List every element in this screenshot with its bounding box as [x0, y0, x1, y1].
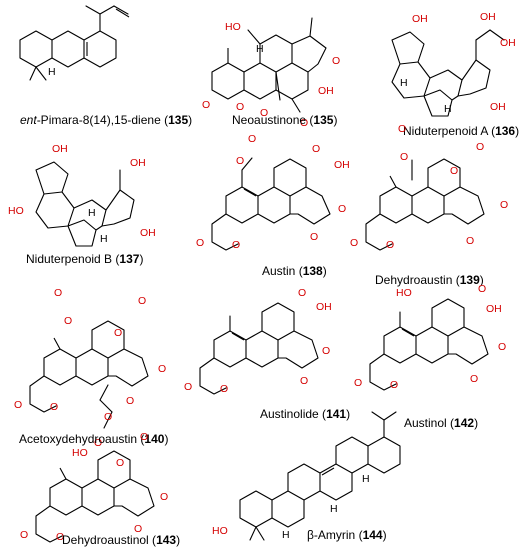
o-label: O: [310, 231, 318, 243]
caption-138: Austin (138): [262, 264, 327, 278]
o-label: O: [470, 373, 478, 385]
oh-label: OH: [140, 227, 156, 239]
o-label: O: [232, 239, 240, 251]
h-atom-label: H: [88, 207, 96, 219]
o-label: O: [498, 341, 506, 353]
structure-139: O O O O O O O O: [350, 123, 508, 251]
o-label: O: [56, 531, 64, 543]
o-label: O: [354, 377, 362, 389]
o-label: O: [236, 101, 244, 113]
o-label: O: [332, 55, 340, 67]
o-label: O: [64, 315, 72, 327]
o-label: O: [134, 523, 142, 535]
o-label: O: [450, 165, 458, 177]
o-label: O: [138, 295, 146, 307]
o-label: O: [14, 399, 22, 411]
h-atom-label: H: [400, 77, 408, 89]
caption-141: Austinolide (141): [260, 407, 350, 421]
h-atom-label: H: [282, 529, 290, 541]
structure-135a: H: [19, 5, 130, 81]
o-label: O: [260, 107, 268, 119]
h-atom-label: H: [444, 103, 452, 115]
caption-139: Dehydroaustin (139): [375, 273, 484, 287]
caption-144: β-Amyrin (144): [307, 528, 387, 542]
oh-label: HO: [225, 21, 241, 33]
o-label: O: [114, 327, 122, 339]
o-label: O: [322, 345, 330, 357]
oh-label: OH: [316, 301, 332, 313]
oh-label: HO: [72, 447, 88, 459]
caption-135b: Neoaustinone (135): [232, 113, 337, 127]
o-label: O: [184, 381, 192, 393]
structure-142: HO O OH O O O O: [354, 283, 506, 391]
caption-140: Acetoxydehydroaustin (140): [19, 432, 168, 446]
h-atom-label: H: [362, 473, 370, 485]
structure-144: HO H H H: [212, 411, 401, 541]
structure-143: HO O O O O O O: [20, 431, 168, 543]
o-label: O: [54, 287, 62, 299]
o-label: O: [104, 411, 112, 423]
o-label: O: [300, 375, 308, 387]
caption-136: Niduterpenoid A (136): [403, 124, 519, 138]
caption-137: Niduterpenoid B (137): [26, 252, 143, 266]
h-atom-label: H: [100, 233, 108, 245]
o-label: O: [390, 379, 398, 391]
o-label: O: [160, 491, 168, 503]
structure-137: OH OH HO OH H H: [8, 143, 156, 247]
o-label: O: [350, 237, 358, 249]
oh-label: HO: [212, 525, 228, 537]
o-label: O: [126, 395, 134, 407]
structure-140: O O O O O O O O O O: [14, 287, 166, 449]
o-label: O: [248, 133, 256, 145]
oh-label: OH: [52, 143, 68, 155]
o-label: O: [140, 431, 148, 443]
o-label: O: [500, 199, 508, 211]
o-label: O: [116, 457, 124, 469]
o-label: O: [400, 151, 408, 163]
o-label: O: [94, 437, 102, 449]
structure-135b: HO O OH O O O O H: [202, 17, 340, 129]
o-label: O: [196, 237, 204, 249]
oh-label: HO: [8, 205, 24, 217]
o-label: O: [386, 239, 394, 251]
caption-135a: ent-Pimara-8(14),15-diene (135): [20, 113, 192, 127]
oh-label: OH: [318, 85, 334, 97]
o-label: O: [20, 529, 28, 541]
o-label: O: [236, 155, 244, 167]
oh-label: HO: [396, 287, 412, 299]
o-label: O: [50, 401, 58, 413]
h-atom-label: H: [330, 503, 338, 515]
o-label: O: [478, 283, 486, 295]
oh-label: OH: [412, 13, 428, 25]
o-label: O: [300, 117, 308, 129]
oh-label: OH: [480, 11, 496, 23]
oh-label: OH: [130, 157, 146, 169]
structure-136: OH OH OH OH H H: [391, 11, 516, 117]
oh-label: OH: [334, 159, 350, 171]
oh-label: OH: [486, 303, 502, 315]
caption-142: Austinol (142): [404, 416, 478, 430]
oh-label: OH: [500, 37, 516, 49]
oh-label: OH: [490, 101, 506, 113]
o-label: O: [398, 123, 406, 135]
o-label: O: [202, 99, 210, 111]
h-atom-label: H: [256, 43, 264, 55]
o-label: O: [220, 383, 228, 395]
o-label: O: [158, 363, 166, 375]
structure-141: O OH O O O O: [184, 287, 332, 395]
o-label: O: [338, 203, 346, 215]
o-label: O: [312, 143, 320, 155]
h-atom-label: H: [48, 66, 56, 78]
structure-138: O O O OH O O O O: [196, 133, 350, 251]
o-label: O: [466, 235, 474, 247]
o-label: O: [298, 287, 306, 299]
caption-143: Dehydroaustinol (143): [62, 533, 180, 547]
o-label: O: [476, 141, 484, 153]
